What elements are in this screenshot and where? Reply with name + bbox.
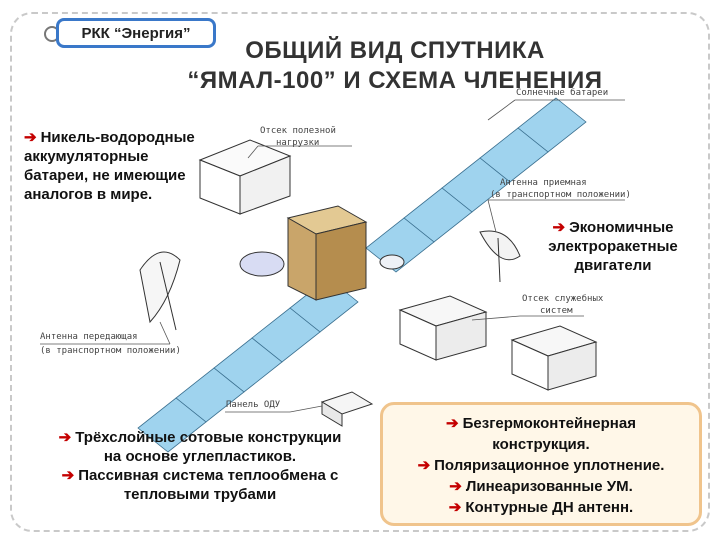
service-module-upper bbox=[398, 295, 488, 361]
arrow-icon: ➔ bbox=[448, 499, 462, 516]
odu-panel bbox=[320, 391, 374, 427]
label-rx-1: Антенна приемная bbox=[500, 178, 587, 188]
logo-text: РКК “Энергия” bbox=[81, 24, 191, 42]
label-service-2: систем bbox=[540, 306, 573, 316]
rx-antenna-dish bbox=[239, 251, 285, 277]
label-payload-2: нагрузки bbox=[276, 138, 320, 148]
callout-text-1: Безгермоконтейнерная bbox=[462, 415, 636, 432]
solar-panel-cell bbox=[137, 397, 207, 453]
label-service-1: Отсек служебных bbox=[522, 294, 604, 304]
label-tx-1: Антенна передающая bbox=[40, 332, 138, 342]
note-batteries: ➔Никель-водородные аккумуляторные батаре… bbox=[24, 128, 209, 204]
note-structures-text-2: Пассивная система теплообмена с bbox=[78, 467, 339, 484]
label-solar: Солнечные батареи bbox=[516, 88, 609, 98]
label-rx-2: (в транспортном положении) bbox=[490, 190, 631, 200]
note-structures: ➔Трёхслойные сотовые конструкции на осно… bbox=[24, 428, 376, 504]
slide-frame bbox=[10, 12, 710, 532]
leader-lines bbox=[40, 99, 625, 413]
bus-side bbox=[315, 221, 367, 301]
callout-line-1: ➔Безгермоконтейнерная bbox=[389, 413, 693, 434]
callout-text-4: Контурные ДН антенн. bbox=[465, 499, 634, 516]
solar-array bbox=[137, 97, 587, 453]
note-structures-line-2: ➔Пассивная система теплообмена с bbox=[24, 466, 376, 485]
note-structures-line-2b: тепловыми трубами bbox=[123, 486, 277, 503]
arrow-icon: ➔ bbox=[446, 415, 459, 432]
page-title: ОБЩИЙ ВИД СПУТНИКА “ЯМАЛ-100” И СХЕМА ЧЛ… bbox=[180, 36, 610, 96]
aux-dish bbox=[379, 254, 405, 270]
callout-line-4: ➔Контурные ДН антенн. bbox=[389, 497, 693, 518]
callout-line-2: ➔Поляризационное уплотнение. bbox=[389, 455, 693, 476]
note-structures-line-1: ➔Трёхслойные сотовые конструкции bbox=[24, 428, 376, 447]
note-batteries-text: Никель-водородные аккумуляторные батареи… bbox=[24, 129, 195, 203]
logo-box: РКК “Энергия” bbox=[56, 18, 216, 48]
note-structures-line-1b: на основе углепластиков. bbox=[103, 448, 297, 465]
callout-line-1b: конструкция. bbox=[492, 436, 590, 453]
arrow-icon: ➔ bbox=[449, 478, 462, 495]
callout-box: ➔Безгермоконтейнерная конструкция. ➔Поля… bbox=[380, 402, 702, 526]
arrow-icon: ➔ bbox=[552, 219, 566, 236]
callout-text-2: Поляризационное уплотнение. bbox=[434, 457, 665, 474]
payload-module bbox=[198, 139, 292, 215]
title-line-2: “ЯМАЛ-100” И СХЕМА ЧЛЕНЕНИЯ bbox=[187, 67, 603, 94]
note-structures-text-1: Трёхслойные сотовые конструкции bbox=[75, 429, 342, 446]
service-module-lower bbox=[510, 325, 598, 391]
rx-antenna bbox=[479, 230, 521, 283]
label-payload-1: Отсек полезной bbox=[260, 126, 336, 136]
arrow-icon: ➔ bbox=[61, 467, 75, 484]
tx-antenna bbox=[139, 251, 181, 331]
title-line-1: ОБЩИЙ ВИД СПУТНИКА bbox=[245, 37, 545, 64]
arrow-icon: ➔ bbox=[58, 429, 72, 446]
callout-text-3: Линеаризованные УМ. bbox=[465, 478, 633, 495]
label-panel: Панель ОДУ bbox=[226, 400, 281, 410]
arrow-icon: ➔ bbox=[417, 457, 431, 474]
note-thrusters: ➔Экономичные электроракетные двигатели bbox=[538, 218, 688, 275]
satellite-bus bbox=[239, 205, 405, 301]
arrow-icon: ➔ bbox=[24, 129, 37, 146]
note-thrusters-text: Экономичные электроракетные двигатели bbox=[548, 219, 678, 274]
label-tx-2: (в транспортном положении) bbox=[40, 346, 181, 356]
callout-line-3: ➔Линеаризованные УМ. bbox=[389, 476, 693, 497]
